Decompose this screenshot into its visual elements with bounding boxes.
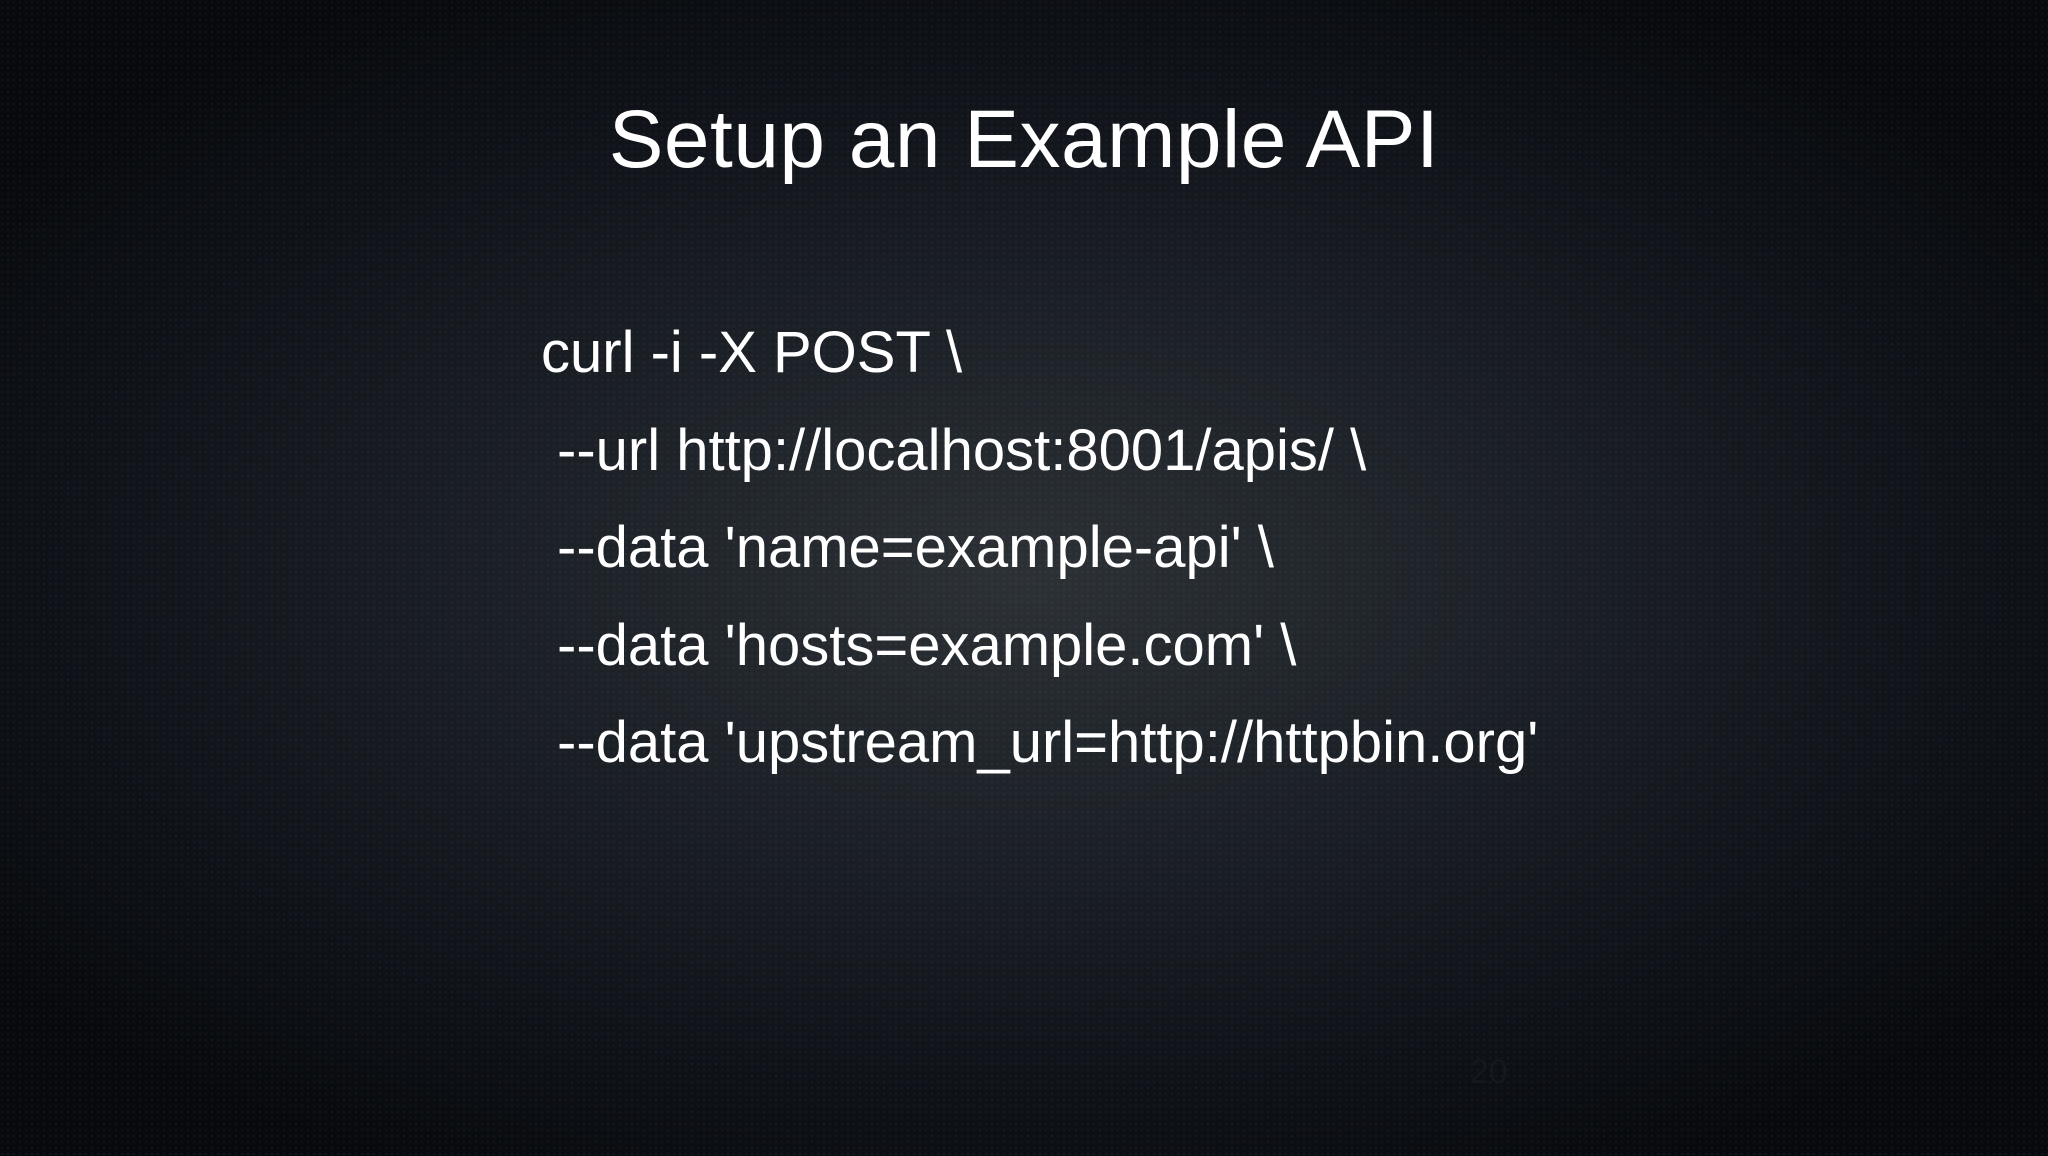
code-line-url: --url http://localhost:8001/apis/ \ [557, 417, 1367, 483]
curl-command-block: curl -i -X POST \ --url http://localhost… [541, 304, 1841, 792]
slide-title: Setup an Example API [608, 94, 1440, 185]
code-line-upstream: --data 'upstream_url=http://httpbin.org' [557, 710, 1539, 775]
code-line-curl: curl -i -X POST \ [541, 320, 963, 385]
code-line-hosts: --data 'hosts=example.com' \ [557, 612, 1297, 678]
page-number: 20 [1470, 1053, 1508, 1091]
code-line-name: --data 'name=example-api' \ [557, 515, 1274, 580]
